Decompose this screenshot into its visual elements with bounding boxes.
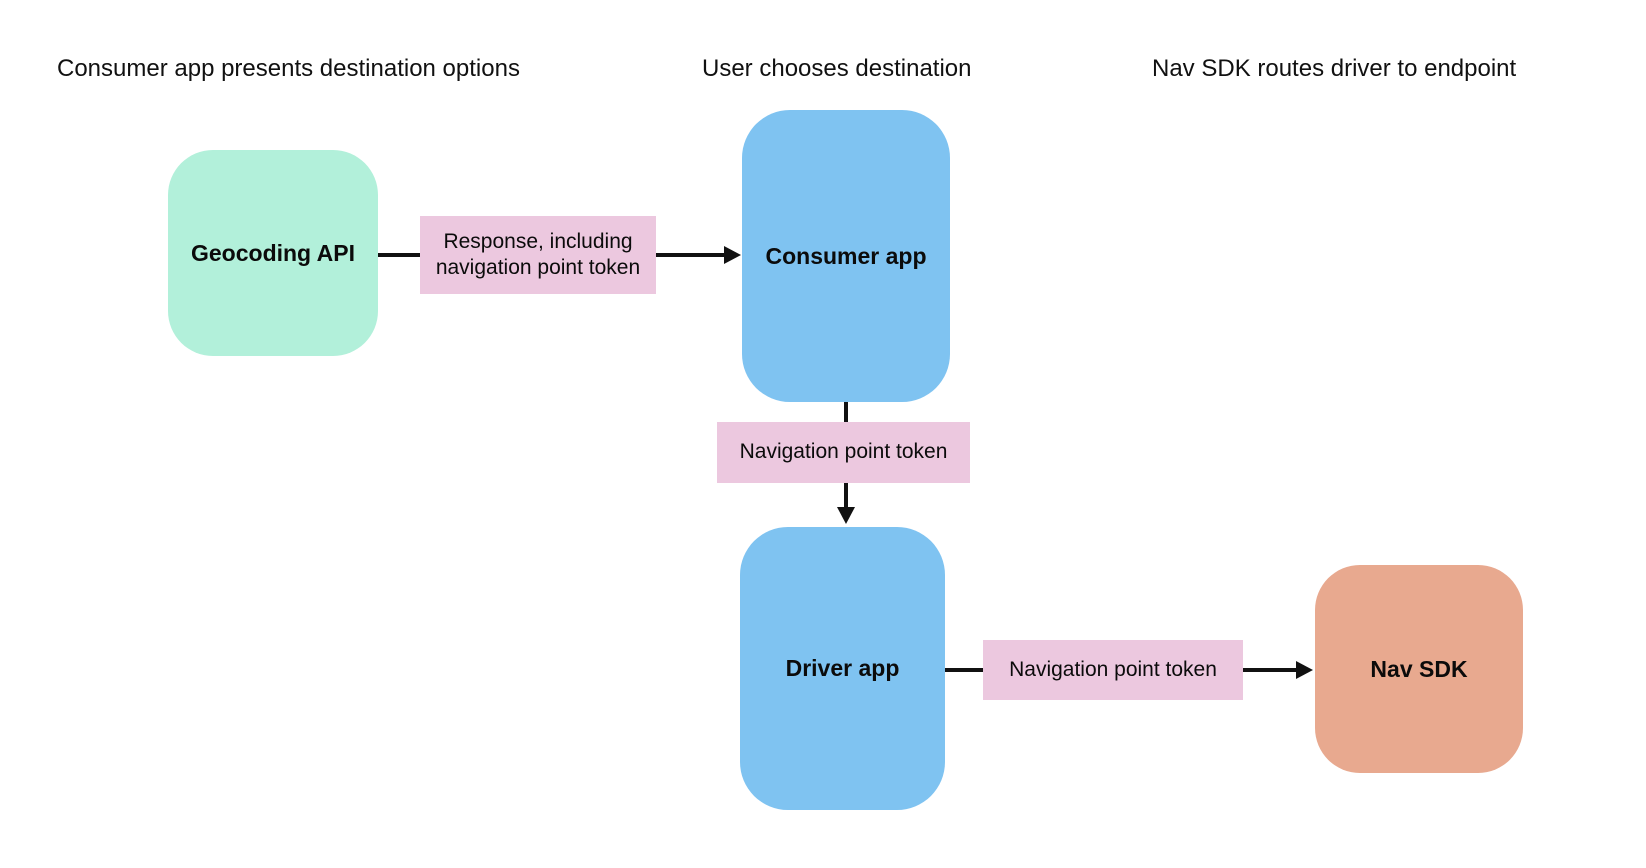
edge-label-response-including-token: Response, including navigation point tok… bbox=[420, 216, 656, 294]
node-driver-app: Driver app bbox=[740, 527, 945, 810]
edge-label-text: Navigation point token bbox=[739, 440, 948, 464]
phase-header-user-chooses: User chooses destination bbox=[702, 55, 972, 82]
connector-label-to-driver bbox=[844, 483, 848, 509]
node-geocoding-api-label: Geocoding API bbox=[191, 239, 355, 266]
connector-label-to-consumer bbox=[656, 253, 726, 257]
arrowhead-into-navsdk-icon bbox=[1296, 661, 1313, 679]
edge-label-navigation-point-token-horizontal: Navigation point token bbox=[983, 640, 1243, 700]
phase-header-nav-sdk-routes: Nav SDK routes driver to endpoint bbox=[1152, 55, 1517, 82]
connector-label-to-navsdk bbox=[1243, 668, 1297, 672]
node-geocoding-api: Geocoding API bbox=[168, 150, 378, 356]
node-consumer-app-label: Consumer app bbox=[765, 242, 927, 269]
node-nav-sdk: Nav SDK bbox=[1315, 565, 1523, 773]
phase-header-consumer-presents: Consumer app presents destination option… bbox=[57, 55, 520, 82]
edge-label-navigation-point-token-vertical: Navigation point token bbox=[717, 422, 970, 483]
connector-consumer-to-label bbox=[844, 402, 848, 422]
edge-label-text: Response, including navigation point tok… bbox=[435, 229, 641, 279]
arrowhead-into-driver-icon bbox=[837, 507, 855, 524]
node-driver-app-label: Driver app bbox=[785, 655, 900, 681]
connector-driver-to-label bbox=[945, 668, 983, 672]
edge-label-text: Navigation point token bbox=[1009, 657, 1217, 681]
node-nav-sdk-label: Nav SDK bbox=[1370, 655, 1468, 682]
connector-geocoding-to-label bbox=[378, 253, 420, 257]
node-consumer-app: Consumer app bbox=[742, 110, 950, 402]
arrowhead-into-consumer-icon bbox=[724, 246, 741, 264]
